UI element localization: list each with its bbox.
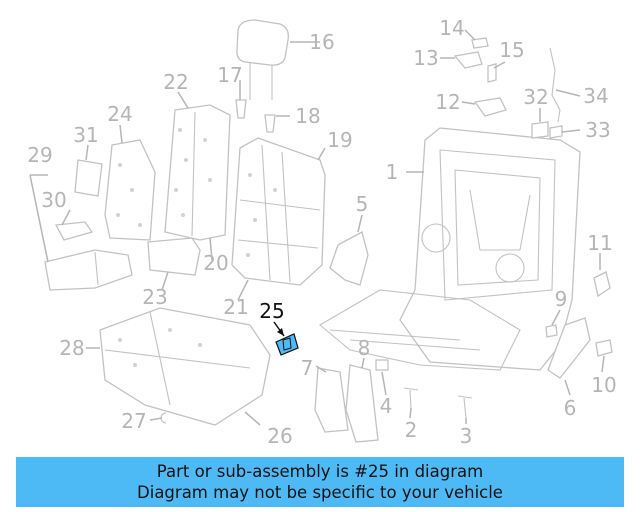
- leader-lines: [29, 29, 605, 426]
- callout-33: 33: [585, 118, 610, 142]
- callout-9: 9: [555, 287, 568, 311]
- callout-1: 1: [386, 160, 399, 184]
- disclaimer-line: Diagram may not be specific to your vehi…: [137, 483, 503, 502]
- back-panel: [104, 139, 156, 241]
- callout-14: 14: [439, 16, 464, 40]
- hinge-bracket: [329, 231, 369, 286]
- clip-9: [545, 324, 558, 338]
- cover-33: [549, 125, 563, 139]
- callout-12: 12: [435, 90, 460, 114]
- callout-30: 30: [41, 188, 66, 212]
- callout-25: 25: [259, 299, 284, 323]
- bolt-3: [457, 395, 473, 419]
- callout-27: 27: [121, 409, 146, 433]
- callout-6: 6: [564, 396, 577, 420]
- handle-13: [453, 51, 483, 69]
- callout-23: 23: [142, 285, 167, 309]
- callout-22: 22: [163, 70, 188, 94]
- callout-24: 24: [107, 102, 132, 126]
- knob-11: [593, 271, 611, 298]
- part-25-highlight: [275, 333, 299, 356]
- callout-labels: 1 2 3 4 5 6 7 8 9 10 11 12 13 14 15 16 1…: [27, 16, 616, 448]
- callout-16: 16: [309, 30, 334, 54]
- callout-15: 15: [499, 38, 524, 62]
- armrest: [44, 221, 133, 291]
- clip-4: [375, 359, 389, 371]
- callout-10: 10: [591, 373, 616, 397]
- clip-15: [487, 63, 497, 83]
- bezel-14: [471, 37, 489, 49]
- headrest-guides: [235, 99, 276, 133]
- part-info-banner: Part or sub-assembly is #25 in diagram D…: [16, 457, 624, 507]
- lumbar-pad: [147, 237, 201, 276]
- bracket-7: [314, 367, 349, 433]
- callout-5: 5: [356, 192, 369, 216]
- strap-12: [473, 97, 507, 117]
- callout-20: 20: [203, 251, 228, 275]
- headrest: [236, 19, 289, 100]
- cable-34: [549, 47, 561, 123]
- callout-28: 28: [59, 336, 84, 360]
- seat-cushion: [99, 307, 271, 426]
- callout-31: 31: [73, 123, 98, 147]
- side-cover: [547, 317, 591, 379]
- bolt-2: [403, 387, 419, 409]
- seat-back-cover: [231, 137, 326, 286]
- latch-32: [531, 121, 549, 139]
- callout-7: 7: [301, 356, 314, 380]
- part-info-line: Part or sub-assembly is #25 in diagram: [156, 462, 484, 481]
- seat-back-pad: [164, 104, 231, 241]
- callout-18: 18: [295, 104, 320, 128]
- label-sheet: [74, 159, 103, 197]
- callout-13: 13: [413, 46, 438, 70]
- callout-17: 17: [217, 63, 242, 87]
- callout-2: 2: [405, 418, 418, 442]
- callout-11: 11: [587, 231, 612, 255]
- callout-4: 4: [380, 394, 393, 418]
- callout-8: 8: [358, 336, 371, 360]
- callout-26: 26: [267, 424, 292, 448]
- callout-32: 32: [523, 85, 548, 109]
- bracket-8: [345, 364, 379, 443]
- callout-3: 3: [460, 424, 473, 448]
- callout-19: 19: [327, 128, 352, 152]
- callout-29: 29: [27, 143, 52, 167]
- cap-10: [595, 339, 613, 357]
- callout-34: 34: [583, 84, 608, 108]
- callout-21: 21: [223, 295, 248, 319]
